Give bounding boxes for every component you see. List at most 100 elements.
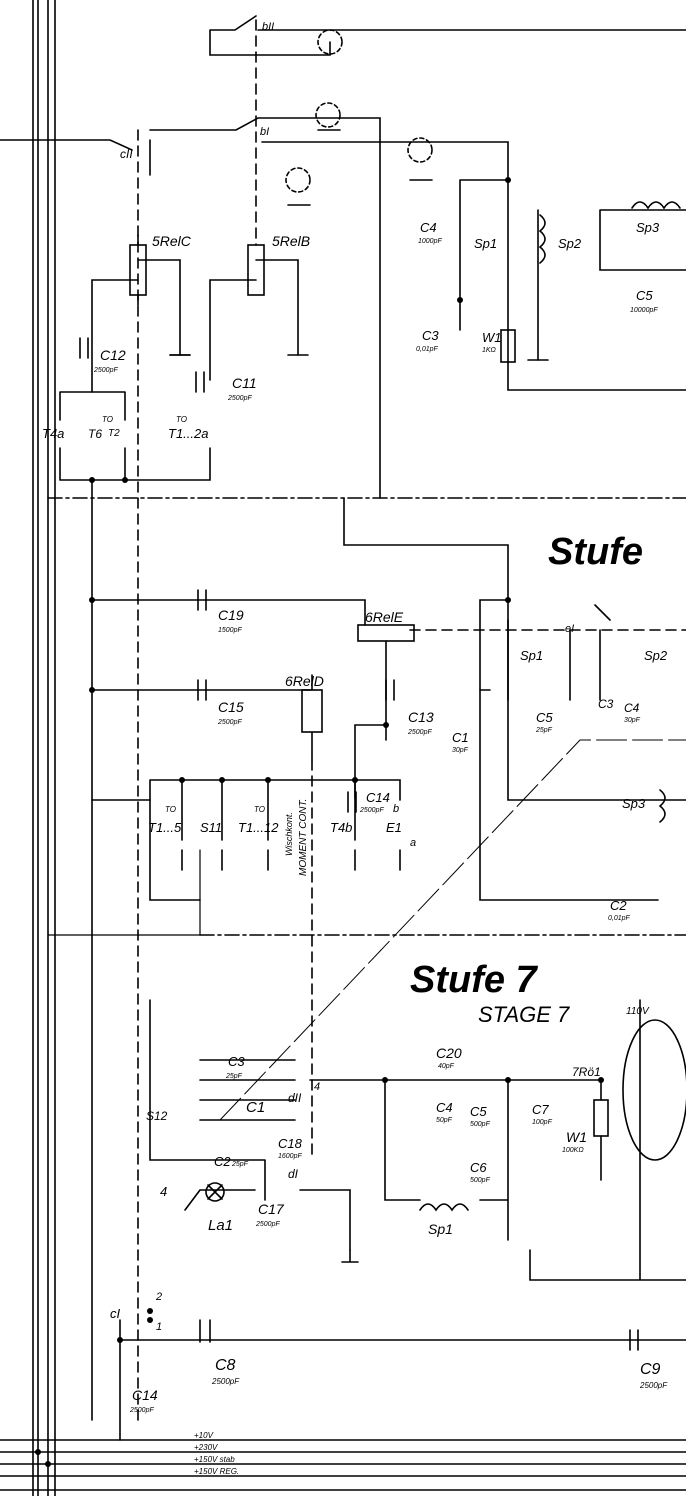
switch-label-s12: S12 bbox=[146, 1109, 168, 1123]
cap-value-c5-mid: 25pF bbox=[535, 727, 553, 734]
cap-label-c20: C20 bbox=[436, 1045, 462, 1061]
cap-value-c4-upper: 1000pF bbox=[418, 238, 442, 245]
cap-label-c9: C9 bbox=[640, 1361, 661, 1378]
coil-label-sp1-lower: Sp1 bbox=[428, 1221, 453, 1237]
heading-stufe-7: Stufe 7 bbox=[410, 959, 539, 1001]
switch-label-to-b: TO bbox=[176, 415, 187, 424]
switch-label-e1: E1 bbox=[386, 820, 402, 835]
cap-label-c12: C12 bbox=[100, 347, 126, 363]
junction-dots bbox=[35, 177, 604, 1467]
contact-label-n4: 4 bbox=[314, 1081, 320, 1093]
rail-label-10v: +10V bbox=[194, 1431, 214, 1440]
cap-label-c1-lower: C1 bbox=[246, 1099, 265, 1116]
cap-label-c4-upper: C4 bbox=[420, 220, 437, 235]
cap-label-c3-lower: C3 bbox=[228, 1054, 245, 1069]
cap-label-c19: C19 bbox=[218, 607, 244, 623]
cap-value-c20: 40pF bbox=[438, 1063, 455, 1070]
relay-label-5relc: 5RelC bbox=[152, 233, 192, 249]
contact-label-dII: dII bbox=[288, 1091, 302, 1105]
cap-label-c4-mid: C4 bbox=[624, 701, 640, 715]
relay-label-6rele: 6RelE bbox=[365, 609, 404, 625]
cap-value-c4-lower: 50pF bbox=[436, 1117, 453, 1124]
coil-label-sp2-mid: Sp2 bbox=[644, 648, 668, 663]
resistor-label-w1-lower: W1 bbox=[566, 1129, 587, 1145]
switch-label-t4b: T4b bbox=[330, 820, 352, 835]
contact-label-dI: dI bbox=[288, 1167, 299, 1181]
relay-label-5relb: 5RelB bbox=[272, 233, 310, 249]
coil-label-sp2-upper: Sp2 bbox=[558, 236, 582, 251]
cap-label-c5-mid: C5 bbox=[536, 710, 553, 725]
coil-label-sp1-mid: Sp1 bbox=[520, 648, 543, 663]
switch-label-t4a: T4a bbox=[42, 426, 64, 441]
resistor-label-w1-upper: W1 bbox=[482, 330, 502, 345]
cap-label-c17: C17 bbox=[258, 1201, 285, 1217]
coil-label-sp3-upper: Sp3 bbox=[636, 220, 660, 235]
cap-label-c6-lower: C6 bbox=[470, 1160, 487, 1175]
heading-stage-7: STAGE 7 bbox=[478, 1002, 570, 1027]
switch-label-to-d: TO bbox=[254, 805, 265, 814]
cap-value-c13: 2500pF bbox=[407, 729, 432, 736]
switch-label-t6: T6 bbox=[88, 427, 102, 441]
switch-label-to-a: TO bbox=[102, 415, 113, 424]
contact-label-n1: 1 bbox=[156, 1321, 162, 1333]
contact-label-cI: cI bbox=[110, 1306, 121, 1321]
cap-value-c6-lower: 500pF bbox=[470, 1177, 491, 1184]
cap-label-c2-mid: C2 bbox=[610, 898, 627, 913]
rail-label-150v-reg: +150V REG. bbox=[194, 1467, 239, 1476]
cap-label-c13: C13 bbox=[408, 709, 434, 725]
cap-label-c4-lower: C4 bbox=[436, 1100, 453, 1115]
cap-value-c11: 2500pF bbox=[227, 395, 252, 402]
rail-label-150v-stab: +150V stab bbox=[194, 1455, 235, 1464]
rail-label-230v: +230V bbox=[194, 1443, 218, 1452]
cap-label-c3-mid: C3 bbox=[598, 697, 614, 711]
coil-label-sp1-upper: Sp1 bbox=[474, 236, 497, 251]
cap-value-c19: 1500pF bbox=[218, 627, 242, 634]
cap-label-c8: C8 bbox=[215, 1357, 236, 1374]
switch-label-s11: S11 bbox=[200, 820, 222, 835]
heading-stufe-upper: Stufe bbox=[548, 531, 643, 573]
cap-value-c3-upper: 0,01pF bbox=[416, 346, 439, 353]
cap-label-c2-lower: C2 bbox=[214, 1154, 231, 1169]
cap-label-c14-lower: C14 bbox=[132, 1387, 158, 1403]
tube-label-7ro1: 7Rö1 bbox=[572, 1065, 601, 1079]
cap-label-c1-mid: C1 bbox=[452, 730, 469, 745]
cap-value-c7-lower: 100pF bbox=[532, 1119, 553, 1126]
cap-value-c5-lower: 500pF bbox=[470, 1121, 491, 1128]
cap-value-c12: 2500pF bbox=[93, 367, 118, 374]
cap-value-c15: 2500pF bbox=[217, 719, 242, 726]
switch-label-t1-5: T1...5 bbox=[148, 820, 182, 835]
switch-label-t1-2a: T1...2a bbox=[168, 426, 208, 441]
contact-label-cII: cII bbox=[120, 147, 133, 161]
resistor-value-w1-lower: 100KΩ bbox=[562, 1147, 584, 1154]
switch-label-t1-12: T1...12 bbox=[238, 820, 279, 835]
cap-label-c3-upper: C3 bbox=[422, 328, 439, 343]
contact-label-bII: bII bbox=[262, 21, 274, 33]
contact-label-a: a bbox=[410, 837, 416, 849]
coil-label-sp3-mid: Sp3 bbox=[622, 796, 646, 811]
cap-value-c17: 2500pF bbox=[255, 1221, 280, 1228]
cap-value-c1-mid: 30pF bbox=[452, 747, 469, 754]
label-wischkont: Wischkont. bbox=[284, 812, 294, 856]
cap-value-c5-upper: 10000pF bbox=[630, 307, 658, 314]
label-moment-cont: MOMENT CONT. bbox=[298, 799, 309, 876]
cap-value-c14-upper: 2500pF bbox=[359, 807, 384, 814]
cap-value-c8: 2500pF bbox=[211, 1377, 240, 1386]
voltage-label-110v: 110V bbox=[626, 1006, 650, 1017]
cap-label-c14-upper: C14 bbox=[366, 790, 390, 805]
relay-label-6reld: 6RelD bbox=[285, 673, 324, 689]
resistor-value-w1-upper: 1KΩ bbox=[482, 347, 497, 354]
lamp-label-la1: La1 bbox=[208, 1217, 233, 1234]
cap-label-c15: C15 bbox=[218, 699, 244, 715]
cap-value-c18: 1600pF bbox=[278, 1153, 302, 1160]
contact-label-n2: 2 bbox=[155, 1291, 162, 1303]
switch-label-t2: T2 bbox=[108, 428, 120, 439]
cap-value-c9: 2500pF bbox=[639, 1381, 668, 1390]
cap-value-c14-lower: 2500pF bbox=[129, 1407, 154, 1414]
cap-label-c18: C18 bbox=[278, 1136, 303, 1151]
switch-label-to-c: TO bbox=[165, 805, 176, 814]
terminal-label-4: 4 bbox=[160, 1184, 167, 1199]
cap-value-c2-lower: 25pF bbox=[231, 1161, 249, 1168]
